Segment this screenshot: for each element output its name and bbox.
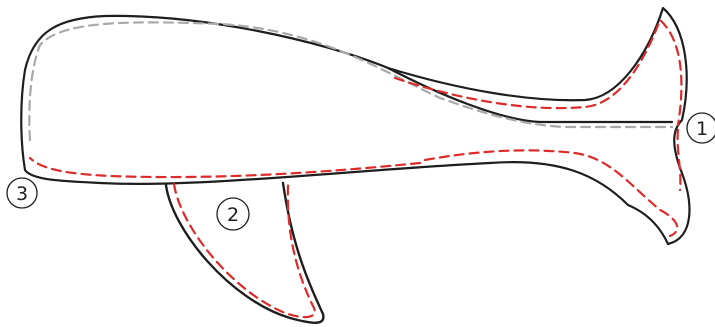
marker-3: 3	[7, 178, 37, 208]
marker-2: 2	[217, 198, 249, 230]
marker-1-label: 1	[696, 118, 708, 140]
marker-2-label: 2	[227, 204, 239, 226]
marker-1: 1	[687, 113, 715, 143]
marker-3-label: 3	[16, 183, 28, 205]
seam-guide-tail-top	[395, 20, 681, 125]
seam-guide-tail-bottom	[425, 130, 680, 236]
seam-guide-belly	[30, 158, 420, 177]
tail-divider-line	[388, 68, 672, 122]
